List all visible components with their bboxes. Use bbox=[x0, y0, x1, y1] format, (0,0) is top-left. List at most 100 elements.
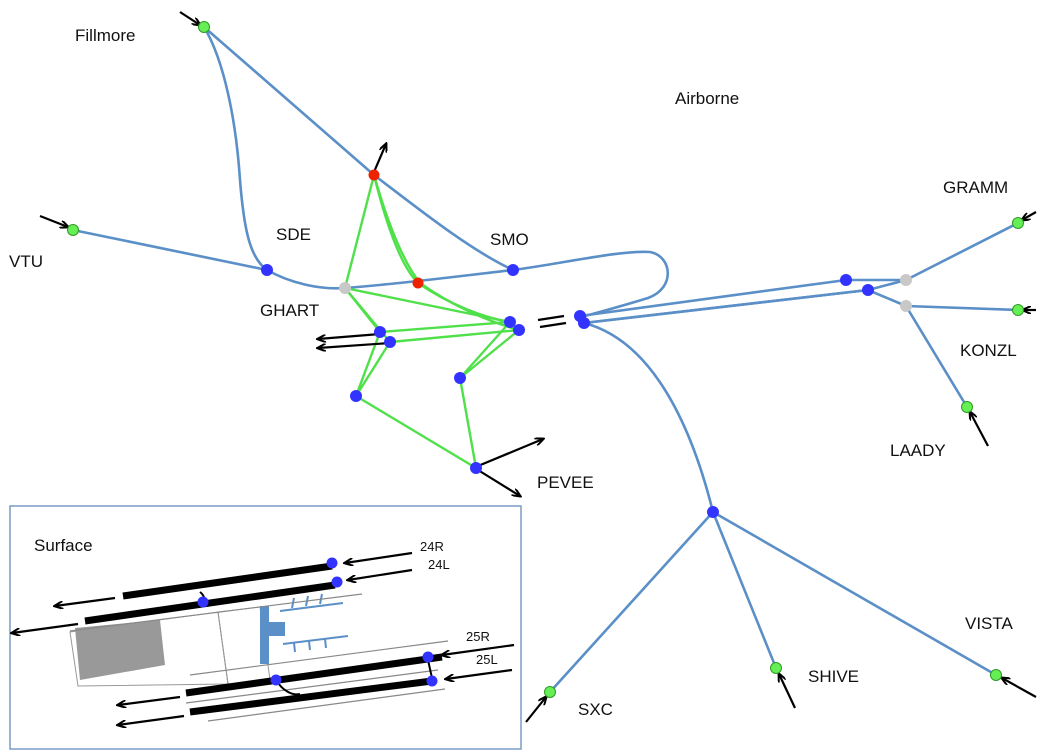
route-fillmore-sde bbox=[202, 25, 269, 272]
label-smo: SMO bbox=[490, 230, 529, 249]
node-g6 bbox=[350, 390, 362, 402]
label-laady: LAADY bbox=[890, 441, 946, 460]
node-gray-lower bbox=[900, 300, 912, 312]
nodes bbox=[67, 21, 1024, 698]
arrow-25l-in bbox=[446, 668, 513, 679]
arrow-vista bbox=[1002, 678, 1037, 698]
node-ghart bbox=[339, 282, 351, 294]
arrow-gramm bbox=[1022, 211, 1037, 220]
green-ghart-down-b bbox=[344, 287, 392, 397]
arrow-24l-in bbox=[348, 568, 413, 580]
node-hub-2 bbox=[578, 317, 590, 329]
node-red-north bbox=[368, 169, 380, 181]
arrow-25-out-2 bbox=[118, 714, 185, 725]
route-laady bbox=[904, 304, 969, 409]
runway-25l bbox=[189, 677, 433, 716]
route-fillmore-smo bbox=[202, 25, 515, 272]
node-south-hub bbox=[707, 506, 719, 518]
label-fillmore: Fillmore bbox=[75, 26, 135, 45]
arrow-pevee-ne bbox=[477, 439, 543, 468]
arrow-laady bbox=[970, 412, 989, 447]
entry-mark-2 bbox=[539, 321, 567, 329]
runway-25r bbox=[185, 653, 443, 697]
node-gray-upper bbox=[900, 274, 912, 286]
flow-arrows bbox=[39, 11, 1037, 723]
connector-25 bbox=[427, 659, 433, 679]
route-konzl bbox=[904, 304, 1020, 312]
node-konzl bbox=[1012, 304, 1024, 316]
node-vista bbox=[990, 669, 1002, 681]
node-shive bbox=[770, 662, 782, 674]
green-ghart-east bbox=[344, 286, 511, 324]
arrow-pevee-se bbox=[477, 469, 520, 496]
label-vista: VISTA bbox=[965, 614, 1014, 633]
green-sde-ghart bbox=[343, 174, 376, 289]
arrow-24-out-1 bbox=[55, 596, 116, 606]
node-sxc bbox=[544, 686, 556, 698]
node-east-2 bbox=[862, 284, 874, 296]
arrow-shive bbox=[779, 674, 796, 709]
runway-24l bbox=[84, 581, 336, 625]
label-konzl: KONZL bbox=[960, 341, 1017, 360]
node-sde bbox=[261, 264, 273, 276]
route-south-stem bbox=[582, 321, 715, 514]
node-smo bbox=[507, 264, 519, 276]
arrow-sxc bbox=[525, 697, 546, 723]
route-vtu-sde bbox=[71, 228, 269, 272]
label-ghart: GHART bbox=[260, 301, 319, 320]
arrow-24r-in bbox=[345, 551, 413, 563]
node-g3 bbox=[504, 316, 516, 328]
route-sxc bbox=[548, 510, 715, 694]
node-vtu bbox=[67, 224, 79, 236]
node-fillmore bbox=[198, 21, 210, 33]
node-25l bbox=[426, 675, 438, 687]
arrow-out-north bbox=[372, 144, 386, 173]
taxiway-south-2 bbox=[185, 669, 439, 704]
arrow-out-west-2 bbox=[318, 341, 391, 348]
green-smo-b bbox=[372, 174, 520, 332]
route-vista bbox=[711, 510, 998, 677]
taxiway-south-3 bbox=[207, 688, 446, 722]
concourse bbox=[260, 593, 349, 664]
terminal-block bbox=[75, 620, 165, 680]
node-24r bbox=[326, 557, 338, 569]
taxiway-north bbox=[69, 593, 363, 632]
node-gramm bbox=[1012, 217, 1024, 229]
route-shive bbox=[711, 510, 778, 670]
label-25r: 25R bbox=[466, 629, 490, 644]
route-main-loop bbox=[265, 250, 670, 318]
node-24l bbox=[331, 576, 343, 588]
runway-24r bbox=[122, 562, 333, 600]
node-red-mid bbox=[412, 277, 424, 289]
node-g1 bbox=[374, 326, 386, 338]
surface-title: Surface bbox=[34, 536, 93, 555]
node-24-exit bbox=[197, 596, 209, 608]
label-24l: 24L bbox=[428, 557, 450, 572]
runway-entry-marks bbox=[537, 314, 567, 329]
label-sxc: SXC bbox=[578, 700, 613, 719]
green-right-down-b bbox=[459, 329, 520, 379]
node-laady bbox=[961, 401, 973, 413]
arrow-fillmore bbox=[179, 11, 200, 25]
green-left-pevee bbox=[355, 394, 477, 470]
label-gramm: GRAMM bbox=[943, 178, 1008, 197]
node-25r bbox=[422, 651, 434, 663]
node-g5 bbox=[454, 372, 466, 384]
node-pevee bbox=[470, 462, 482, 474]
green-mid-bot bbox=[389, 328, 520, 344]
node-g2 bbox=[384, 336, 396, 348]
taxiway-south-1 bbox=[189, 640, 449, 676]
arrow-24-out-2 bbox=[12, 622, 79, 633]
route-gramm bbox=[904, 221, 1020, 282]
arrow-out-west-1 bbox=[318, 332, 381, 339]
label-shive: SHIVE bbox=[808, 667, 859, 686]
entry-mark-1 bbox=[537, 314, 565, 322]
route-east-upper bbox=[578, 278, 908, 318]
label-sde: SDE bbox=[276, 225, 311, 244]
green-mid-top bbox=[379, 320, 511, 334]
waypoint-labels: Airborne Fillmore VTU SDE SMO GHART PEVE… bbox=[9, 26, 1017, 719]
arrow-25-out-1 bbox=[118, 695, 181, 705]
arrow-vtu bbox=[39, 214, 68, 227]
